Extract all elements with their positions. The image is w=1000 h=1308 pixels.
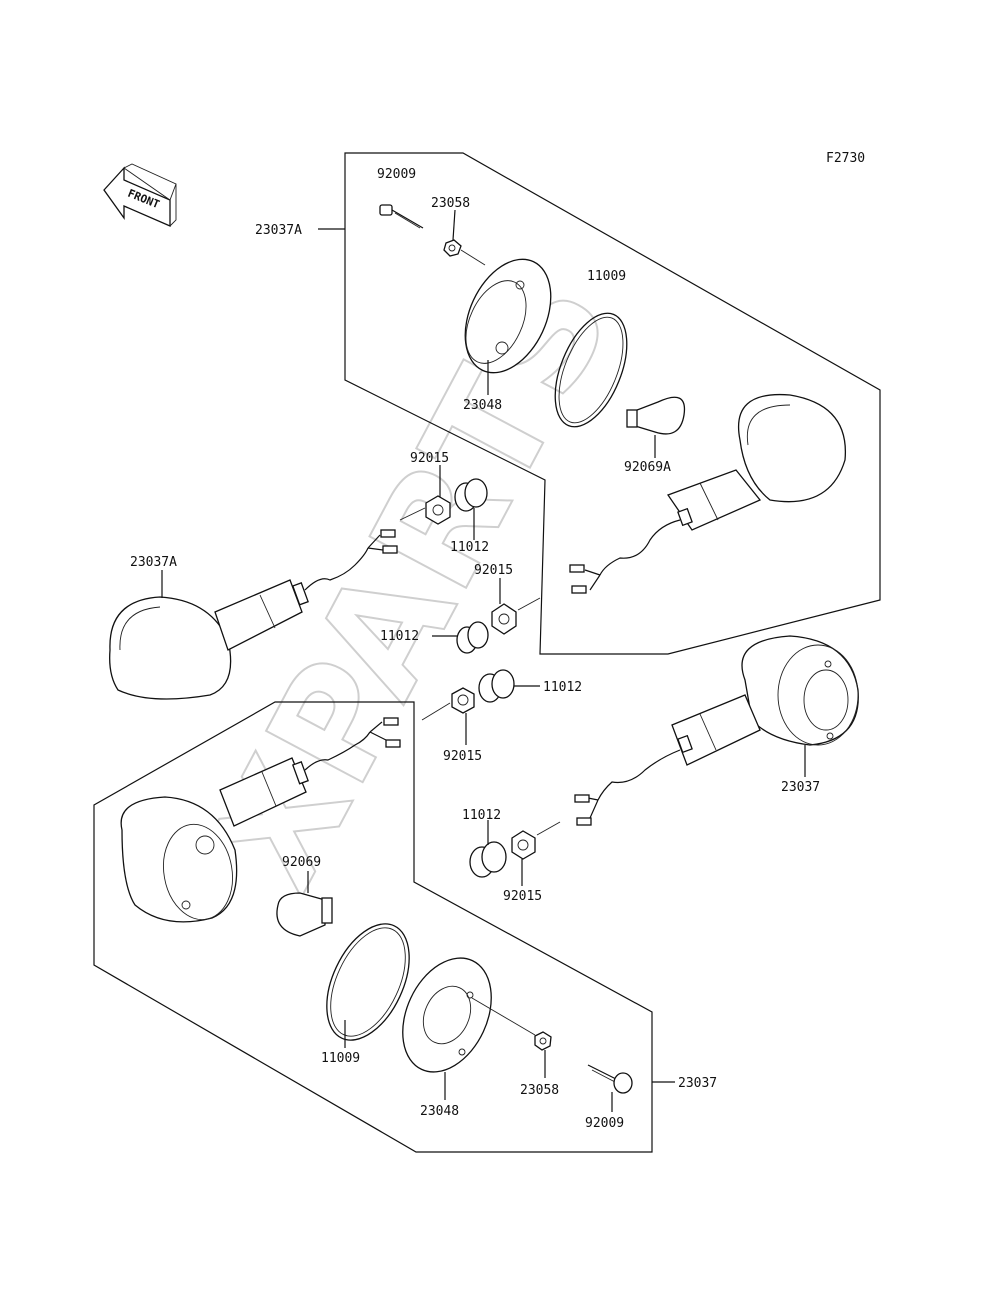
turn-signal-bottom-left (120, 717, 401, 923)
label-92015-c: 92015 (443, 749, 482, 764)
turn-signal-right-23037 (574, 635, 859, 826)
spacer-11012-c (478, 669, 540, 703)
nut-92015-b (491, 578, 541, 635)
label-11012-d: 11012 (462, 808, 501, 823)
spacer-11012-a (454, 478, 488, 540)
spacer-11012-d (469, 820, 507, 878)
lens-housing-23048-top (464, 258, 552, 395)
label-11012-a: 11012 (450, 540, 489, 555)
label-11012-c: 11012 (543, 680, 582, 695)
group-frame-23037a (344, 152, 881, 655)
nut-92015-d (511, 821, 561, 886)
screw-92009-bottom (587, 1064, 633, 1112)
label-23037a-left: 23037A (130, 555, 177, 570)
bulb-92069 (276, 871, 333, 937)
label-92009-bottom: 92009 (585, 1116, 624, 1131)
label-92009-top: 92009 (377, 167, 416, 182)
nut-23058-bottom (534, 1031, 552, 1078)
front-arrow-icon: FRONT (103, 163, 177, 227)
screw-92009-top (379, 204, 424, 229)
label-11012-b: 11012 (380, 629, 419, 644)
nut-92015-c (421, 687, 475, 745)
label-23048-top: 23048 (463, 398, 502, 413)
label-11009-top: 11009 (587, 269, 626, 284)
label-92069a: 92069A (624, 460, 671, 475)
figure-code: F2730 (826, 151, 865, 166)
turn-signal-left-23037a (109, 529, 398, 700)
turn-signal-top-right (569, 393, 847, 594)
lens-23048-bottom (402, 957, 536, 1100)
spacer-11012-b (432, 621, 489, 654)
label-23058-bottom: 23058 (520, 1083, 559, 1098)
gasket-ring-11009-bottom (326, 923, 410, 1048)
nut-23058-top (443, 209, 486, 266)
label-11009-bottom: 11009 (321, 1051, 360, 1066)
label-92069: 92069 (282, 855, 321, 870)
gasket-ring-11009-top (554, 312, 628, 428)
label-23058-top: 23058 (431, 196, 470, 211)
label-23037a-top: 23037A (255, 223, 302, 238)
bulb-92069a (626, 396, 686, 458)
label-23037-right: 23037 (781, 780, 820, 795)
label-92015-b: 92015 (474, 563, 513, 578)
label-23048-bottom: 23048 (420, 1104, 459, 1119)
group-frame-23037 (93, 701, 653, 1153)
label-23037-bottom: 23037 (678, 1076, 717, 1091)
nut-92015-a (399, 465, 451, 525)
label-92015-d: 92015 (503, 889, 542, 904)
label-92015-a: 92015 (410, 451, 449, 466)
